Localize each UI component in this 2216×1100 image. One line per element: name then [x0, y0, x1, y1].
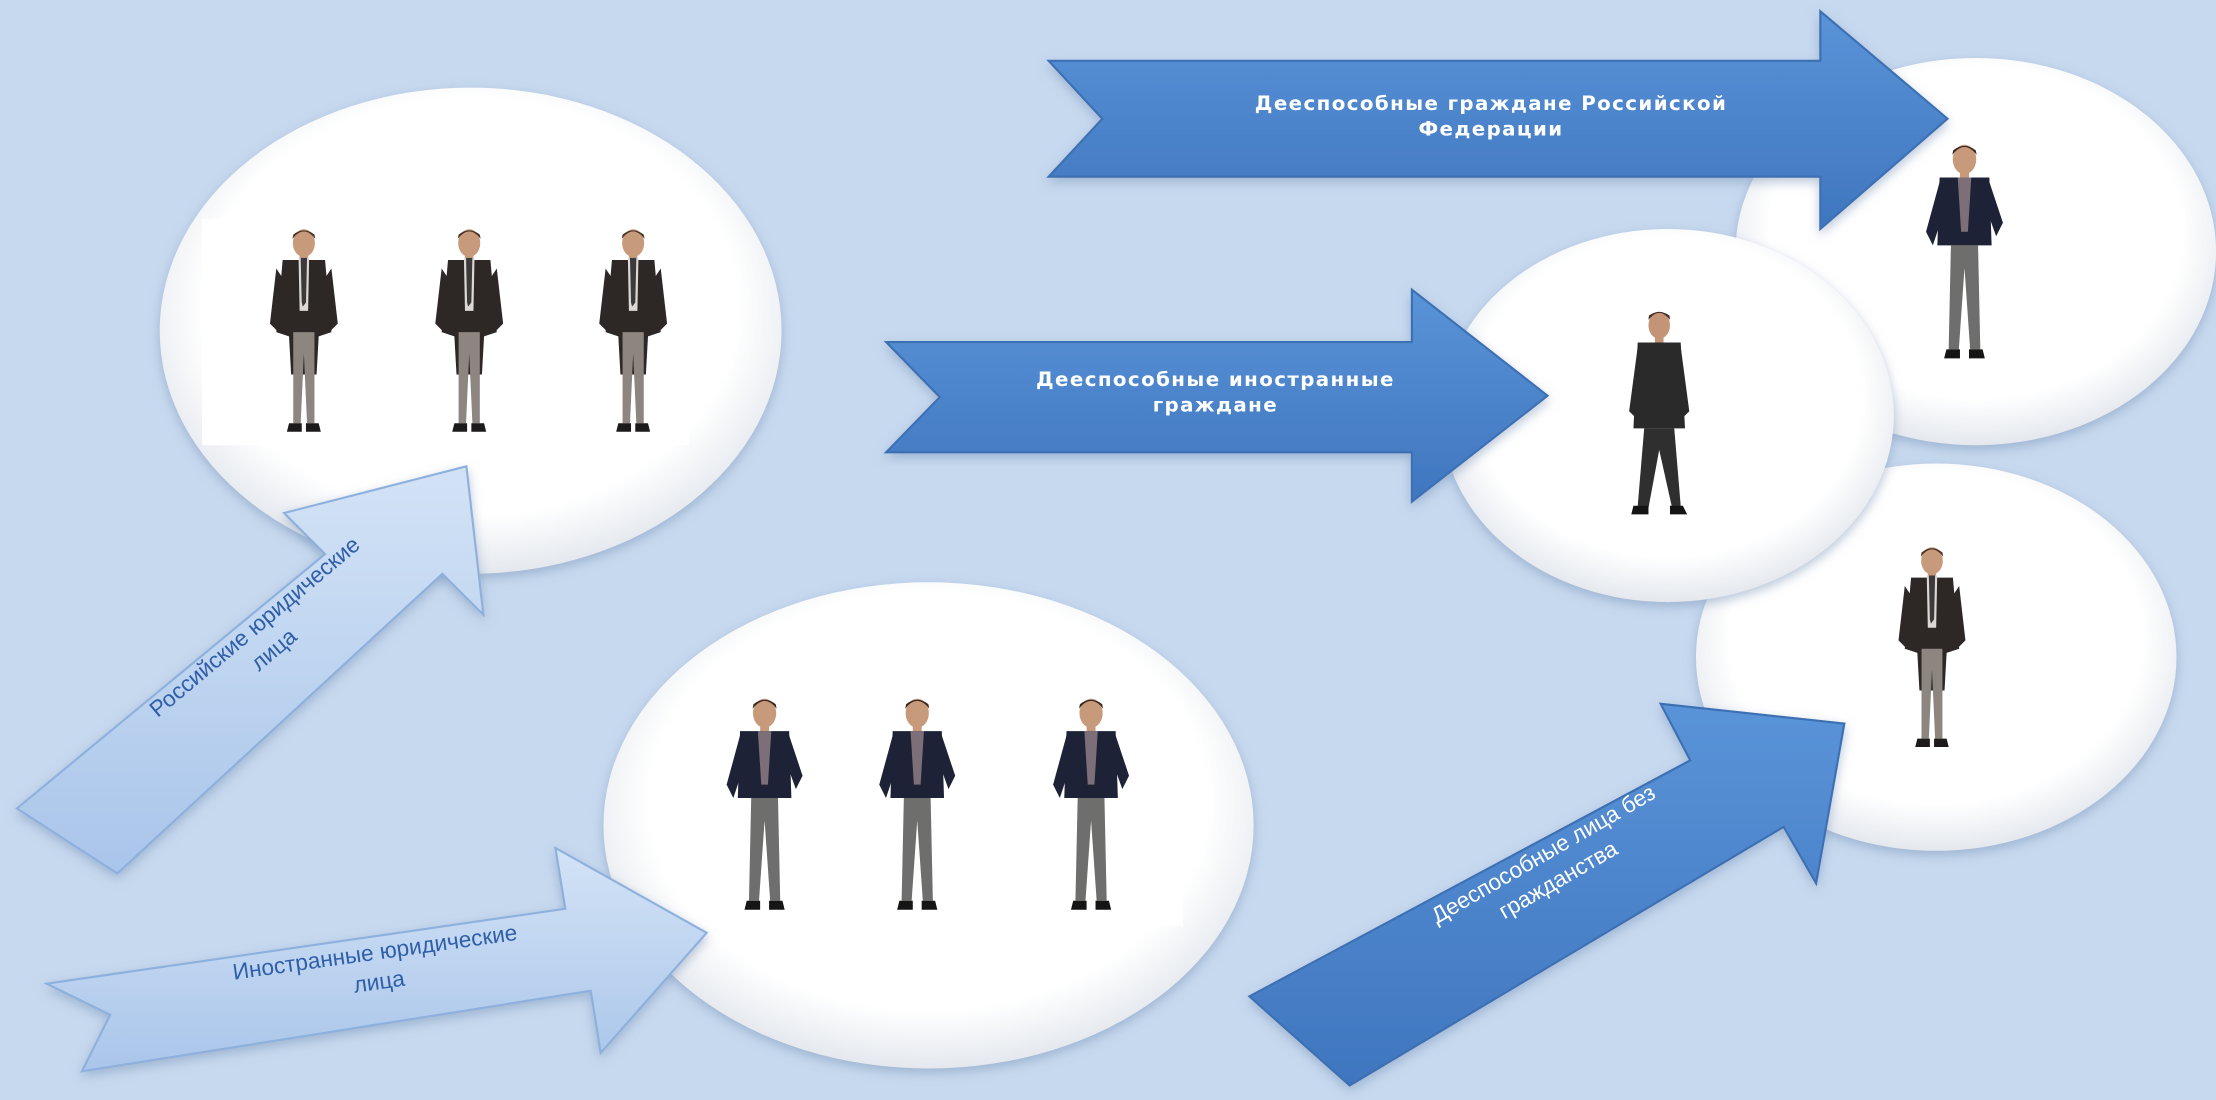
- arrow-foreign-citizens: [883, 287, 1550, 504]
- arrow-russian-citizens: [1046, 9, 1950, 232]
- arrow-foreign-legal-entities: [43, 845, 709, 1073]
- arrow-russian-legal-entities: [15, 465, 485, 875]
- bubble-foreign-legal-entities: [603, 582, 1254, 1069]
- arrow-stateless-persons: [1247, 702, 1846, 1087]
- bubble-russian-legal-entities: [159, 87, 782, 574]
- bubble-foreign-citizen: [1441, 228, 1894, 603]
